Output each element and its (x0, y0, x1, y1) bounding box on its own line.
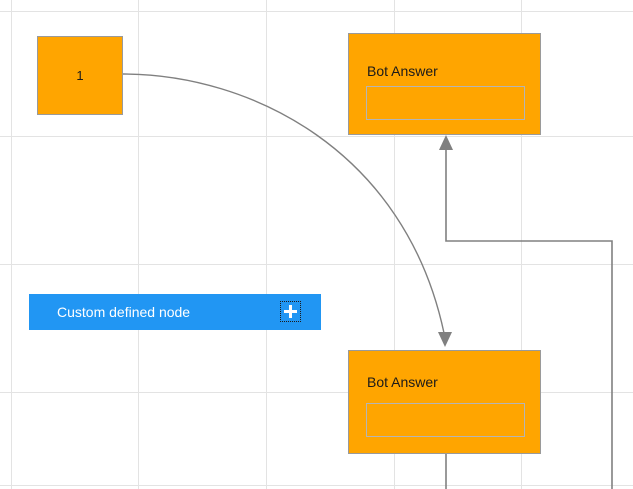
bot-answer-title: Bot Answer (367, 63, 438, 79)
start-node-label: 1 (76, 68, 84, 83)
custom-defined-node-bar[interactable]: Custom defined node (29, 294, 321, 330)
custom-defined-node-label: Custom defined node (57, 304, 191, 320)
bot-answer-node-top[interactable]: Bot Answer (348, 33, 541, 135)
edge-start-to-bot-answer-bottom[interactable] (122, 73, 452, 347)
start-node[interactable]: 1 (37, 36, 123, 115)
bot-answer-slot[interactable] (366, 86, 525, 120)
bot-answer-node-bottom[interactable]: Bot Answer (348, 350, 541, 454)
edge-arrowhead-down (438, 332, 452, 347)
edge-curve-path (122, 73, 445, 334)
bot-answer-slot[interactable] (366, 403, 525, 437)
edge-arrowhead-up (439, 135, 453, 150)
plus-icon[interactable] (280, 301, 301, 322)
edge-loop-to-bot-answer-top[interactable] (439, 135, 613, 489)
bot-answer-title: Bot Answer (367, 374, 438, 390)
edge-orthogonal-path (445, 149, 613, 489)
